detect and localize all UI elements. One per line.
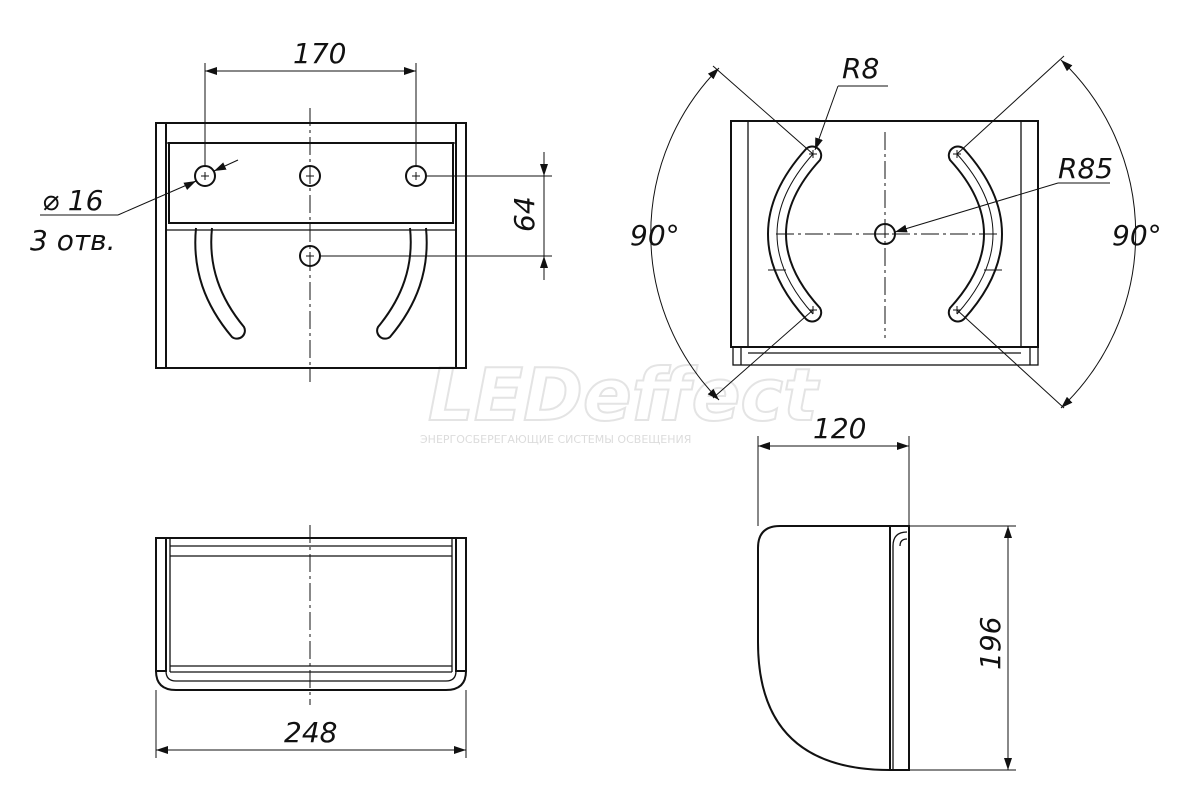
dim-120-label: 120 xyxy=(813,412,866,445)
front-bottom-outline xyxy=(155,670,467,691)
dim-170-label: 170 xyxy=(293,37,346,70)
angle-right-label: 90° xyxy=(1112,219,1162,252)
left-slot xyxy=(194,227,246,340)
left-flange xyxy=(155,122,167,369)
r8-label: R8 xyxy=(842,52,879,85)
mounting-plate xyxy=(168,142,454,224)
right-arc-slot xyxy=(947,145,1004,323)
body-outline xyxy=(165,122,457,369)
profile-back-plate xyxy=(889,525,910,771)
right-slot xyxy=(376,227,428,340)
dim-248-label: 248 xyxy=(284,716,337,749)
side-view: 90° 90° R8 R85 xyxy=(630,52,1162,409)
watermark: LEDeffect ЭНЕРГОСБЕРЕГАЮЩИЕ СИСТЕМЫ ОСВЕ… xyxy=(420,352,821,446)
left-arc-slot xyxy=(766,145,823,323)
front-right-wall xyxy=(455,537,467,672)
angle-left-label: 90° xyxy=(630,219,680,252)
watermark-tagline: ЭНЕРГОСБЕРЕГАЮЩИЕ СИСТЕМЫ ОСВЕЩЕНИЯ xyxy=(420,433,691,446)
center-hole xyxy=(874,223,896,245)
profile-view: 120 196 xyxy=(757,412,1016,771)
watermark-brand: LEDeffect xyxy=(428,353,820,437)
top-view: 170 64 ⌀ 16 3 отв. xyxy=(30,37,552,382)
hole-count-label: 3 отв. xyxy=(30,224,116,257)
dim-64-label: 64 xyxy=(508,196,541,232)
dim-196-label: 196 xyxy=(974,617,1007,670)
profile-outline xyxy=(757,525,891,771)
front-left-wall xyxy=(155,537,167,672)
hole-diameter-label: ⌀ 16 xyxy=(42,184,103,217)
r85-label: R85 xyxy=(1058,152,1113,185)
front-view: 248 xyxy=(155,525,467,758)
right-flange xyxy=(455,122,467,369)
